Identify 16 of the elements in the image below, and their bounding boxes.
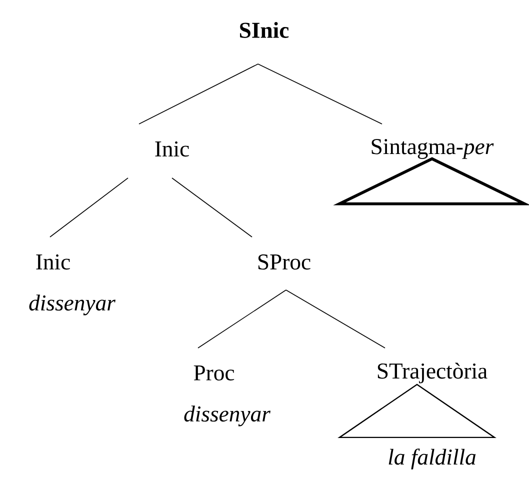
node-label: SProc: [258, 254, 310, 270]
branch-line: [198, 290, 286, 348]
node-label: STrajectòria: [378, 362, 488, 384]
branch-line: [50, 178, 128, 238]
node-label: Proc: [194, 365, 234, 381]
branch-line: [172, 178, 252, 238]
node-label: Sintagma-per: [372, 139, 494, 159]
root-label: SInic: [240, 22, 289, 38]
branch-line: [138, 64, 258, 124]
node-label: Inic: [155, 141, 189, 157]
node-label: Inic: [36, 254, 70, 270]
word-label: dissenyar: [29, 294, 116, 316]
branch-line: [258, 64, 382, 124]
branch-line: [286, 290, 386, 348]
word-label: dissenyar: [184, 406, 270, 426]
word-label: la faldilla: [388, 448, 476, 470]
